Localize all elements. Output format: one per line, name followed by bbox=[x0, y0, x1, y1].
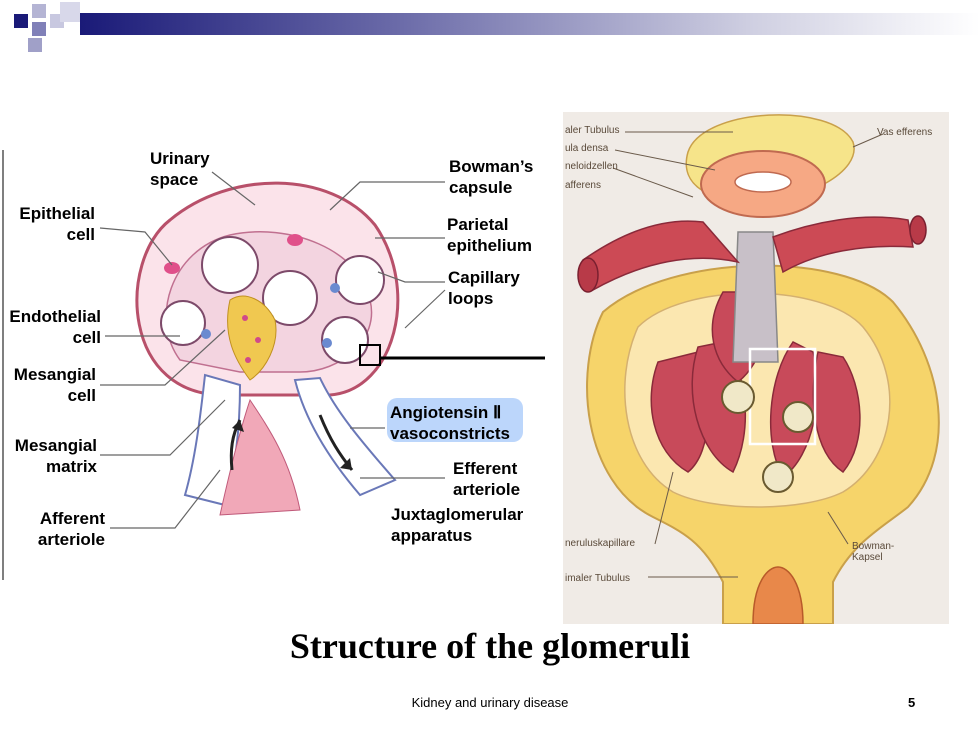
label-mesangial-matrix: Mesangial matrix bbox=[14, 436, 97, 476]
header-decoration bbox=[14, 2, 980, 52]
label-macula-densa: ula densa bbox=[565, 143, 609, 154]
glomerulus-diagram bbox=[2, 150, 545, 580]
label-vas-afferens: afferens bbox=[565, 180, 601, 191]
label-angiotensin: Angiotensin Ⅱ vasoconstricts bbox=[390, 403, 510, 443]
page-number: 5 bbox=[908, 695, 916, 710]
label-vas-efferens: Vas efferens bbox=[877, 127, 933, 138]
label-bowman-kapsel: Bowman- Kapsel bbox=[852, 541, 895, 563]
renal-corpuscle-illustration bbox=[563, 112, 949, 624]
angiotensin-highlight bbox=[387, 398, 523, 442]
label-endothelial-cell: Endothelial cell bbox=[9, 307, 101, 347]
label-glomerulus-capillaries: neruluskapillare bbox=[565, 538, 636, 549]
label-bowmans-capsule: Bowman’s capsule bbox=[449, 157, 534, 197]
label-urinary-space: Urinary space bbox=[150, 149, 210, 189]
label-mesangial-cell: Mesangial cell bbox=[13, 365, 96, 405]
label-efferent-arteriole: Efferent arteriole bbox=[453, 459, 521, 499]
label-proximal-tubule: imaler Tubulus bbox=[565, 573, 631, 584]
slide-title: Structure of the glomeruli bbox=[289, 626, 691, 666]
label-epitheloid-cells: neloidzellen bbox=[565, 161, 618, 172]
label-capillary-loops: Capillary loops bbox=[448, 268, 520, 308]
label-distal-tubule: aler Tubulus bbox=[565, 125, 620, 136]
slide-footer: Kidney and urinary disease bbox=[411, 695, 569, 710]
label-epithelial-cell: Epithelial cell bbox=[19, 204, 95, 244]
label-afferent-arteriole: Afferent arteriole bbox=[37, 509, 105, 549]
label-juxtaglomerular-apparatus: Juxtaglomerular apparatus bbox=[391, 505, 524, 545]
label-parietal-epithelium: Parietal epithelium bbox=[447, 215, 533, 255]
